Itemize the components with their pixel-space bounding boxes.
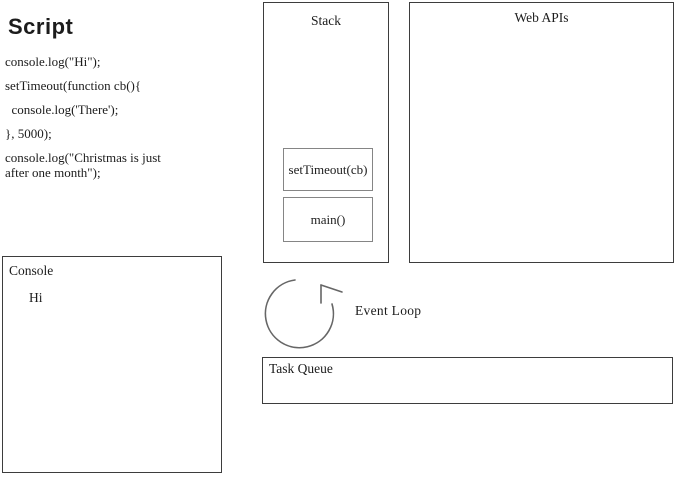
stack-title: Stack [311, 13, 341, 28]
stack-frame-main: main() [283, 197, 373, 242]
stack-box: Stack setTimeout(cb) main() [263, 2, 389, 263]
console-title: Console [9, 263, 54, 278]
code-line: }, 5000); [5, 126, 52, 141]
script-panel: Script console.log("Hi"); setTimeout(fun… [5, 14, 205, 189]
web-apis-title: Web APIs [514, 10, 569, 25]
console-log-entry: Hi [29, 290, 43, 305]
event-loop-label: Event Loop [355, 303, 422, 318]
stack-frame-settimeout: setTimeout(cb) [283, 148, 373, 191]
event-loop-arrow-icon [264, 279, 343, 349]
task-queue-box: Task Queue [262, 357, 673, 404]
web-apis-box: Web APIs [409, 2, 674, 263]
code-line: console.log("Christmas is just after one… [5, 150, 165, 180]
code-line: setTimeout(function cb(){ [5, 78, 142, 93]
code-line: console.log('There'); [5, 102, 119, 117]
task-queue-title: Task Queue [269, 361, 333, 376]
script-panel-title: Script [8, 14, 74, 39]
code-line: console.log("Hi"); [5, 54, 101, 69]
console-box: Console Hi [2, 256, 222, 473]
